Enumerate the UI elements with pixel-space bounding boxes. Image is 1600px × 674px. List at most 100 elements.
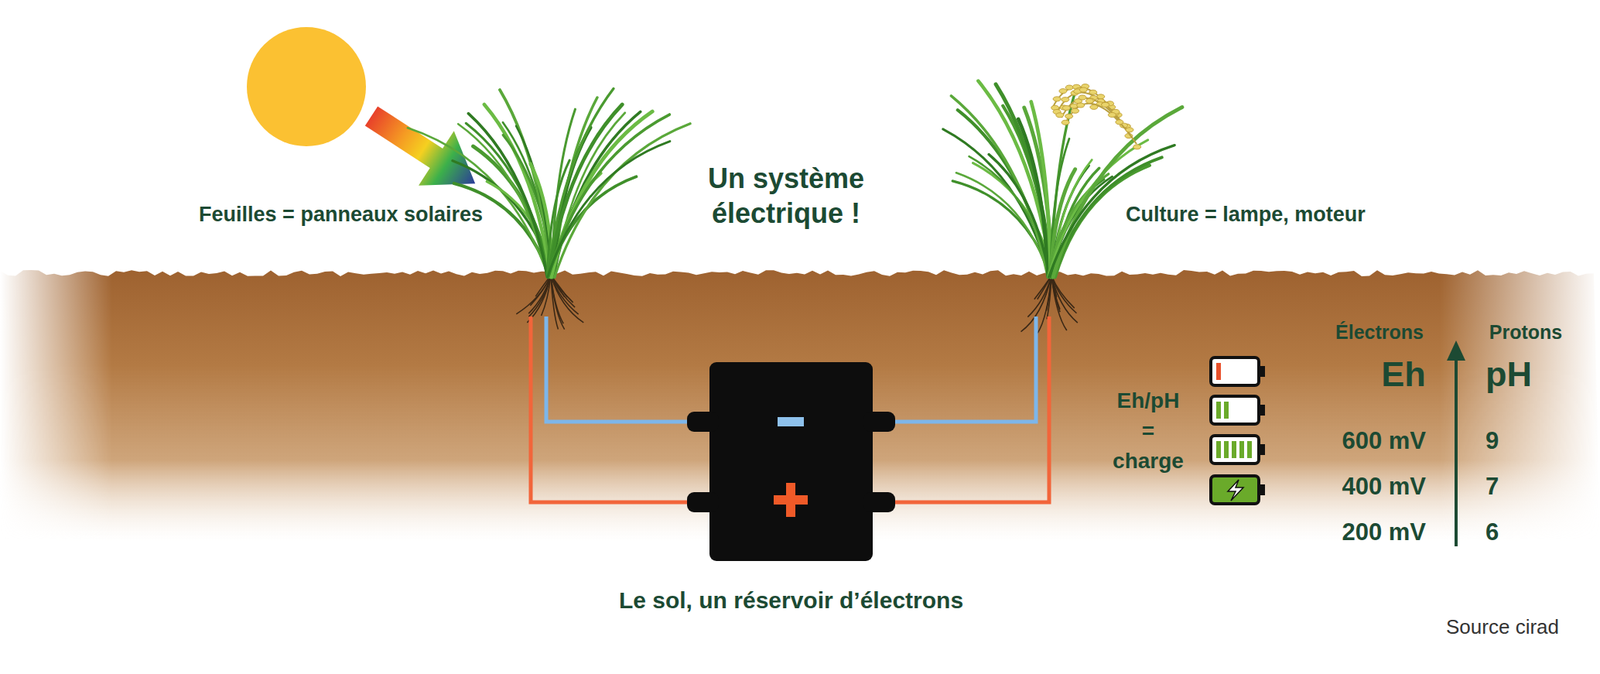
panicle-stalk [1061,98,1131,135]
leaf [547,141,671,277]
battery-charge-icon [1210,435,1265,464]
leaf [547,176,636,277]
rice-grain [1056,112,1064,118]
rice-grain [1101,102,1110,107]
node-caption: Culture = lampe, moteur [1125,202,1366,227]
node-caption: Feuilles = panneaux solaires [198,202,483,227]
source-note: Source cirad [1446,615,1559,640]
charge-bar [1223,401,1229,419]
rice-grain [1079,87,1088,93]
charge-bar [1216,401,1221,419]
leaf [502,122,553,277]
rice-grain [1085,98,1094,103]
leaf [516,126,552,277]
scale-arrow-head [1446,340,1466,361]
battery-charge-icon [1210,357,1265,386]
wire [872,316,1036,422]
rice-grain [1107,112,1116,117]
scale-label: Protons [1489,320,1563,344]
scale-label: Eh [1381,353,1426,396]
panicle-stalk [1056,92,1125,126]
scale-label: 200 mV [1341,517,1426,547]
root [550,275,579,315]
soil-battery: Le sol, un réservoir d’électrons [709,362,873,561]
battery-terminals [682,362,900,561]
sun [246,27,366,147]
leaf [977,81,1052,277]
battery-terminal [687,492,719,513]
leaf [1031,101,1051,277]
battery-terminal [863,492,896,513]
root [550,275,564,324]
lightning-bolt [1227,479,1244,501]
charge-bar [1216,441,1221,459]
leaf [1052,107,1183,277]
rice-grain [1115,119,1124,125]
battery-icon-body [1210,357,1259,386]
root [1051,275,1078,323]
battery-icon-cap [1258,404,1265,416]
battery-icon-cap [1258,444,1265,455]
rice-grain [1065,85,1074,90]
rice-grain [1076,102,1085,108]
charge-note: Eh/pH = charge [1112,385,1184,477]
root [550,275,575,308]
rice-grain [1125,127,1134,133]
scale-label: 9 [1485,426,1499,455]
root [1051,275,1060,312]
battery-terminal [687,411,719,432]
scale-label: 6 [1485,517,1499,547]
rice-grain [1065,113,1074,119]
wire [872,316,1050,503]
wire [530,316,710,503]
battery-icon-body [1210,435,1259,464]
battery-icon-cap [1258,365,1265,377]
battery-charge-icon [1210,475,1265,504]
leaf [995,84,1053,277]
rice-grain [1061,119,1070,125]
leaf [1018,119,1049,277]
battery-charge-icon [1210,396,1265,424]
battery-icon-cap [1258,484,1265,496]
scale-label: 7 [1485,471,1499,501]
plant-group: Culture = lampe, moteur [1005,65,1416,317]
rice-grain [1078,95,1087,100]
plus-symbol [786,482,796,517]
leaf [554,123,691,277]
minus-symbol [777,417,804,427]
battery-icon-body [1210,396,1259,424]
root [1051,275,1075,308]
wire [546,316,710,422]
leaf [499,89,551,277]
charge-bar [1247,441,1252,459]
rice-grain [1052,96,1061,102]
rice-grain [1101,102,1110,107]
root [1027,275,1052,318]
scale-label: pH [1485,353,1532,396]
rice-grain [1059,88,1067,94]
diagram-title: Un système électrique ! [693,160,879,231]
charge-bar [1231,441,1237,459]
scale-label: 400 mV [1341,471,1426,501]
panicle-stalk [1066,103,1137,144]
charge-bar [1223,441,1229,459]
rice-grain [1062,105,1071,110]
battery-terminal [863,411,896,432]
scale-label: Électrons [1335,320,1424,344]
root [550,275,584,323]
charge-bar [1216,362,1221,380]
charge-bar [1239,441,1245,459]
light-arrow [353,88,493,212]
rice-grain [1133,144,1142,150]
scale-label: 600 mV [1341,426,1426,455]
root [1051,275,1077,314]
root [526,275,551,323]
rice-grain [1071,108,1080,113]
rice-grain [1061,97,1070,103]
rice-grain [1090,104,1098,110]
leaf [548,114,671,277]
scale-arrow-shaft [1454,357,1458,547]
battery-icon-body [1210,475,1259,504]
